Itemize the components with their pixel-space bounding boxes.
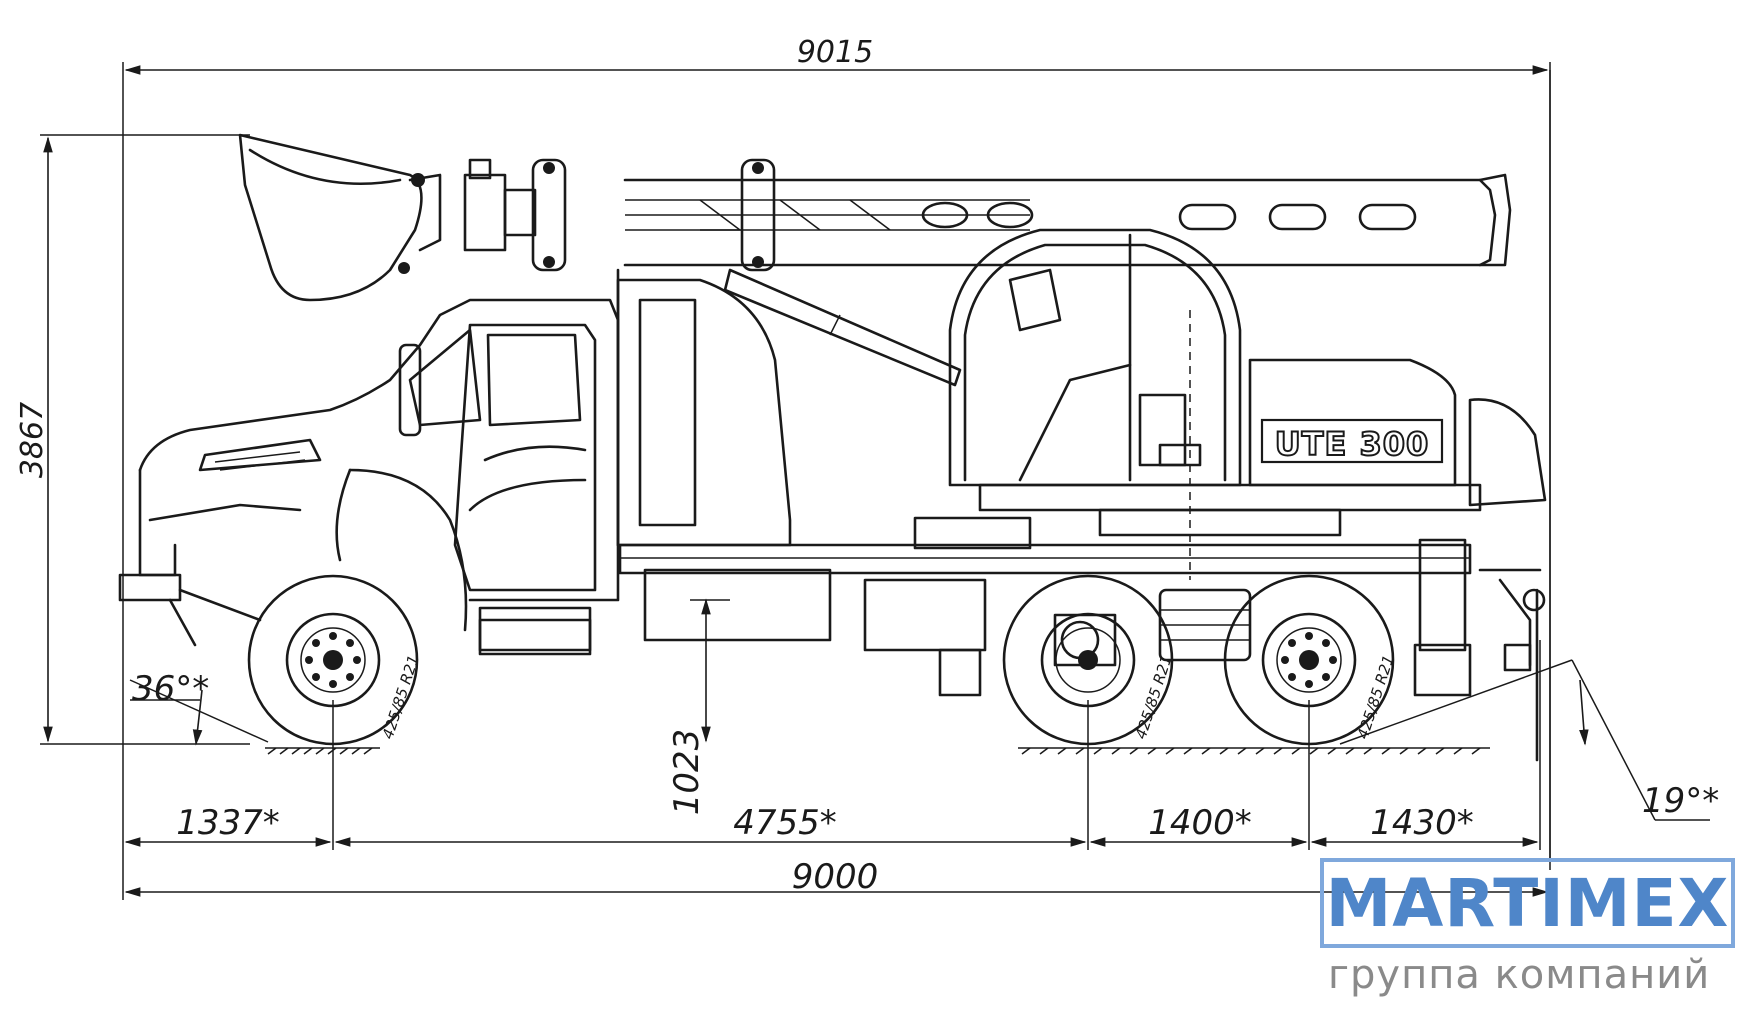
middle-wheel: 425/85 R21 bbox=[1002, 574, 1176, 746]
martimex-logo: MARTIMEX группа компаний bbox=[1320, 858, 1740, 1003]
dim-front-overhang: 1337* bbox=[176, 803, 280, 843]
ground-lines bbox=[265, 747, 1490, 755]
dim-departure-angle: 19°* bbox=[1642, 781, 1719, 821]
dim-bogie: 1400* bbox=[1148, 803, 1252, 843]
chassis-frame bbox=[478, 516, 1546, 697]
logo-tagline: группа компаний bbox=[1328, 952, 1711, 998]
middle-tire-label: 425/85 R21 bbox=[1132, 653, 1176, 741]
rear-tire-label: 425/85 R21 bbox=[1354, 653, 1398, 741]
excavator-bucket bbox=[238, 133, 442, 302]
front-tire-label: 425/85 R21 bbox=[379, 653, 423, 741]
model-badge: UTE 300 bbox=[1275, 425, 1430, 463]
dim-height: 3867 bbox=[15, 402, 50, 478]
bogie-axle bbox=[1158, 588, 1252, 662]
logo-wordmark: MARTIMEX bbox=[1325, 864, 1730, 942]
logo-frame: MARTIMEX bbox=[1320, 858, 1735, 948]
front-wheel: 425/85 R21 bbox=[247, 574, 423, 746]
dim-rear-overhang: 1430* bbox=[1370, 803, 1474, 843]
crane-boom bbox=[463, 158, 1512, 387]
dim-approach-angle: 36°* bbox=[132, 669, 209, 709]
rear-cabinet bbox=[616, 268, 792, 547]
dim-clearance: 1023 bbox=[667, 729, 707, 816]
dim-wheelbase: 4755* bbox=[733, 803, 837, 843]
dimension-lines bbox=[40, 62, 1710, 900]
truck-cab bbox=[118, 298, 620, 652]
dimension-labels: 9015 9000 3867 1023 1337* 4755* 1400* 14… bbox=[15, 35, 1719, 897]
dim-overall-bottom: 9000 bbox=[792, 857, 879, 897]
rear-outrigger bbox=[1498, 578, 1539, 762]
dim-overall-top: 9015 bbox=[797, 35, 873, 70]
crane-cabin: UTE 300 bbox=[948, 228, 1547, 580]
